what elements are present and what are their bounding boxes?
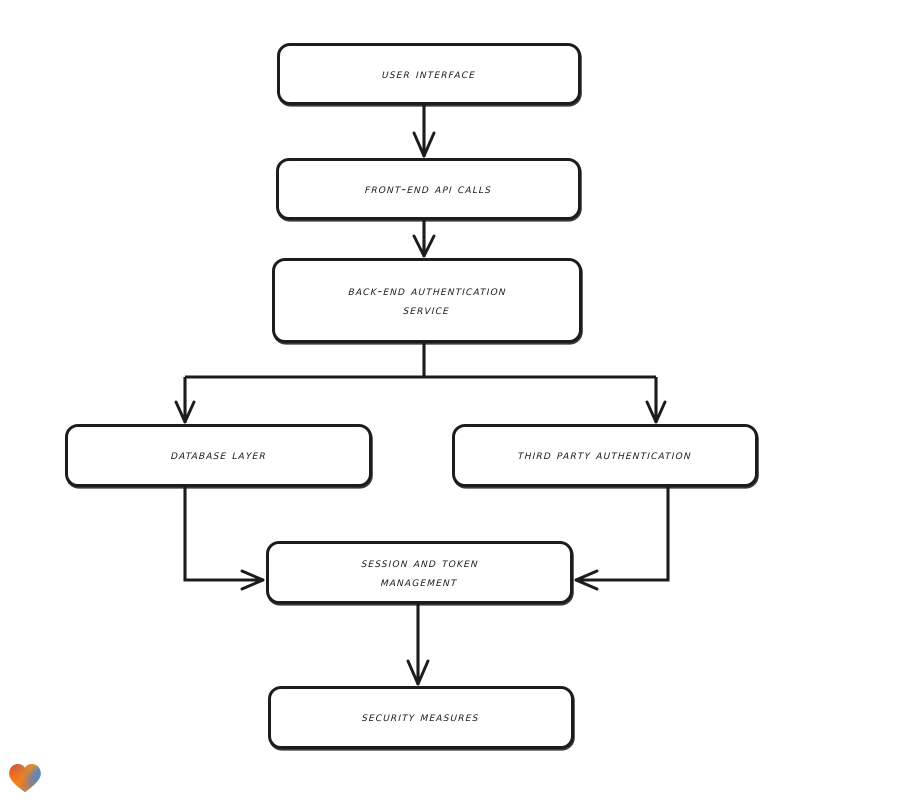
edge-ui-to-api [412,105,436,158]
node-label: Database Layer [170,447,267,463]
node-front-end-api-calls[interactable]: Front-End API Calls [276,158,581,220]
node-label: Security Measures [362,709,481,725]
node-third-party-authentication[interactable]: Third Party Authentication [452,424,758,487]
edge-third-party-to-session [574,487,670,591]
node-back-end-auth-service[interactable]: Back-End Authentication Service [272,258,582,343]
node-label: Third Party Authentication [517,447,693,463]
edge-db-to-session [183,487,265,591]
node-label: Back-End Authentication Service [348,282,507,317]
heart-icon [8,762,42,794]
node-database-layer[interactable]: Database Layer [65,424,372,487]
edge-session-to-security [406,604,430,686]
edge-api-to-backend [412,220,436,258]
node-label: Session and Token Management [361,554,480,589]
edge-backend-to-third-party [645,377,667,424]
node-user-interface[interactable]: User Interface [277,43,581,105]
node-security-measures[interactable]: Security Measures [268,686,574,749]
edge-backend-split-bus [185,343,656,379]
node-session-and-token-management[interactable]: Session and Token Management [266,541,573,604]
node-label: User Interface [381,65,477,81]
edge-backend-to-db [174,377,196,424]
node-label: Front-End API Calls [364,180,493,196]
